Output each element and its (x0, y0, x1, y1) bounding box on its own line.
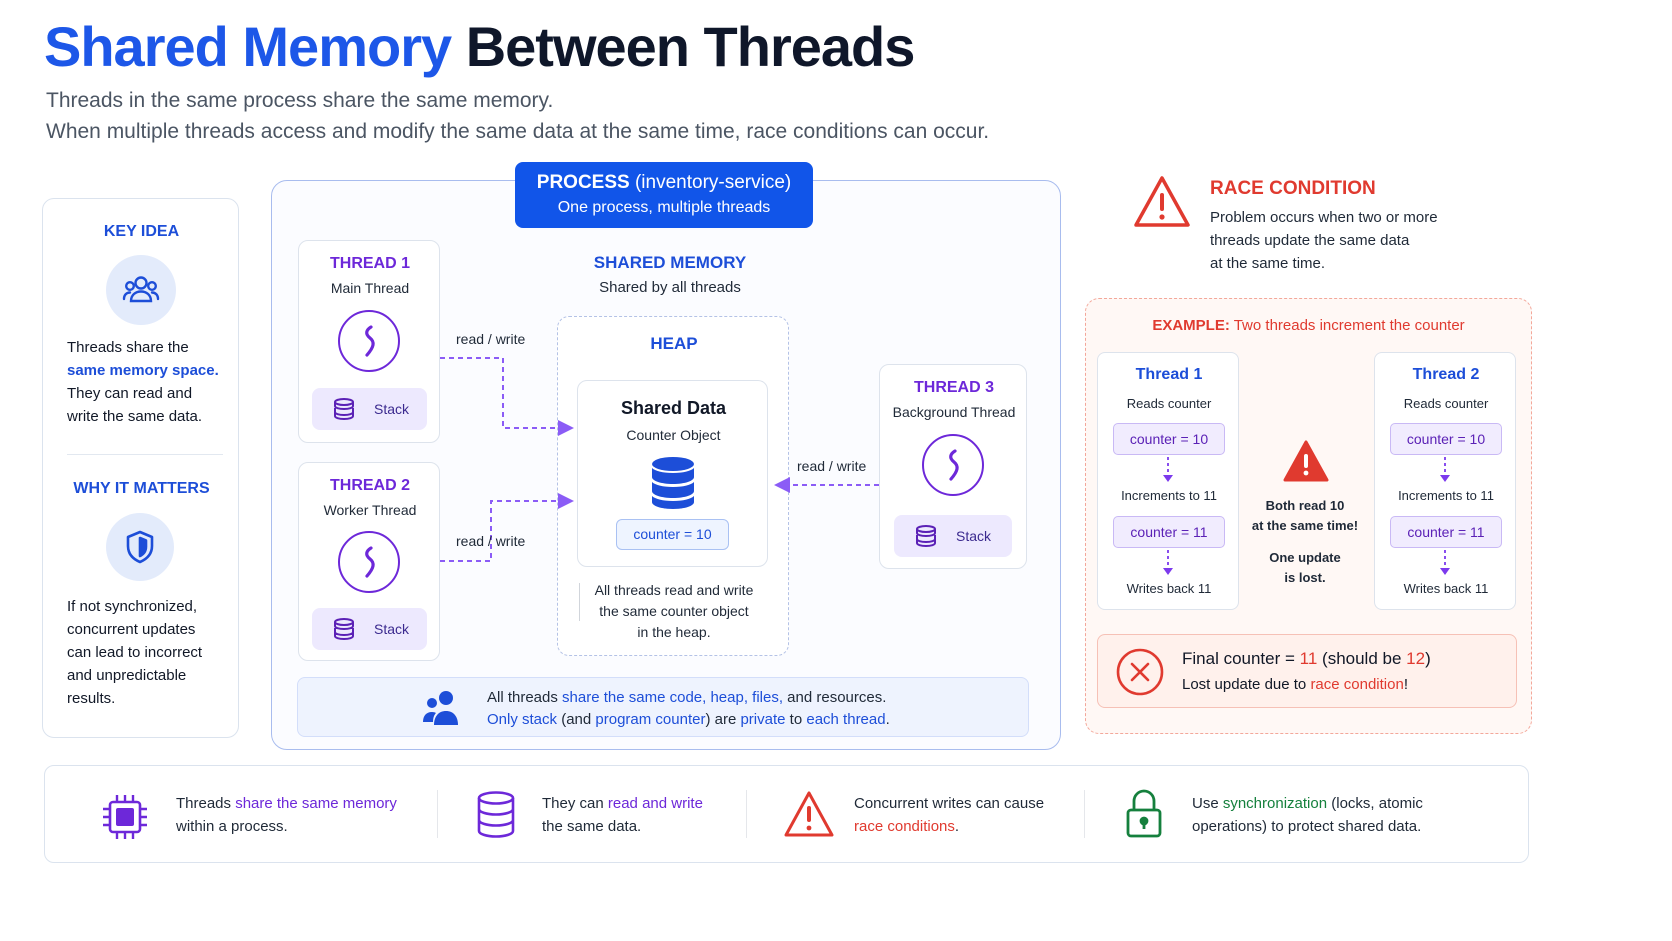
footer-summary (44, 765, 1529, 863)
race-thread-1-title: Thread 1 (1135, 366, 1203, 383)
key-idea-panel: KEY IDEA Threads share the same memory s… (42, 198, 239, 738)
stack-icon (334, 398, 354, 421)
thread-icon (338, 531, 400, 593)
thread-2-subtitle: Worker Thread (323, 502, 417, 518)
down-arrow-icon (1163, 457, 1173, 482)
thread-3-title: THREAD 3 (913, 379, 994, 396)
final-counter-box: Final counter = 11 (should be 12) Lost u… (1097, 634, 1517, 708)
thread-2-card: THREAD 2 Worker Thread Stack (298, 462, 440, 661)
race-condition-title: RACE CONDITION (1210, 178, 1376, 199)
race-thread-1-column: Thread 1 Reads counter counter = 10 Incr… (1097, 352, 1239, 610)
thread-3-stack: Stack (894, 515, 1012, 557)
shared-memory-title: SHARED MEMORY (593, 253, 747, 272)
footer-divider (437, 790, 438, 838)
thread-1-subtitle: Main Thread (330, 280, 410, 296)
shared-counter-value: counter = 10 (616, 519, 729, 550)
warning-icon (1283, 440, 1329, 482)
arrow-label-thread-2: read / write (456, 533, 526, 549)
race-middle-note: Both read 10 at the same time! One updat… (1251, 498, 1359, 585)
heap-title: HEAP (650, 334, 698, 353)
lock-icon (1126, 789, 1162, 838)
race-example-title: EXAMPLE: Two threads increment the count… (1152, 317, 1465, 334)
down-arrow-icon (1440, 550, 1450, 575)
stack-icon (916, 525, 936, 548)
heap-note: All threads read and write the same coun… (594, 582, 754, 640)
why-it-matters-text: If not synchronized, concurrent updates … (67, 598, 203, 707)
shield-icon (106, 513, 174, 581)
thread-1-stack: Stack (312, 388, 427, 430)
key-idea-title: KEY IDEA (103, 223, 180, 240)
heap-note-bar (579, 583, 580, 621)
divider (67, 454, 223, 455)
warning-icon (1134, 176, 1190, 227)
key-idea-text: Threads share the same memory space. The… (67, 339, 219, 425)
shared-resources-text: All threads share the same code, heap, f… (487, 689, 890, 728)
thread-1-title: THREAD 1 (329, 255, 410, 272)
why-it-matters-title: WHY IT MATTERS (73, 480, 210, 497)
users-icon (423, 691, 458, 725)
counter-after: counter = 11 (1390, 516, 1502, 548)
thread-3-card: THREAD 3 Background Thread Stack (879, 364, 1027, 569)
down-arrow-icon (1163, 550, 1173, 575)
race-thread-2-title: Thread 2 (1412, 366, 1480, 383)
down-arrow-icon (1440, 457, 1450, 482)
cpu-chip-icon (103, 795, 147, 839)
arrow-label-thread-3: read / write (797, 458, 867, 474)
race-condition-description: Problem occurs when two or more threads … (1210, 209, 1438, 272)
users-icon (106, 255, 176, 325)
counter-after: counter = 11 (1113, 516, 1225, 548)
footer-divider (746, 790, 747, 838)
subtitle-line-2: When multiple threads access and modify … (46, 120, 990, 143)
error-x-icon (1116, 648, 1164, 696)
shared-data-subtitle: Counter Object (626, 427, 721, 443)
thread-icon (338, 310, 400, 372)
race-thread-2-column: Thread 2 Reads counter counter = 10 Incr… (1374, 352, 1516, 610)
shared-resources-note: All threads share the same code, heap, f… (297, 677, 1029, 737)
thread-icon (922, 434, 984, 496)
lost-update-text: Lost update due to race condition! (1182, 676, 1409, 693)
subtitle-line-1: Threads in the same process share the sa… (46, 89, 554, 112)
thread-1-card: THREAD 1 Main Thread Stack (298, 240, 440, 443)
thread-3-subtitle: Background Thread (892, 404, 1016, 420)
arrow-label-thread-1: read / write (456, 331, 526, 347)
database-icon (477, 791, 515, 838)
warning-icon (784, 791, 834, 837)
database-icon (652, 457, 694, 509)
shared-data-card: Shared Data Counter Object counter = 10 (577, 380, 768, 567)
shared-memory-subtitle: Shared by all threads (599, 279, 741, 296)
footer-divider (1084, 790, 1085, 838)
thread-2-stack: Stack (312, 608, 427, 650)
shared-data-title: Shared Data (620, 398, 727, 418)
process-banner: PROCESS (inventory-service) One process,… (515, 162, 813, 228)
thread-2-title: THREAD 2 (329, 477, 410, 494)
page-title: Shared Memory Between Threads (44, 15, 915, 78)
counter-before: counter = 10 (1113, 423, 1225, 455)
counter-before: counter = 10 (1390, 423, 1502, 455)
final-counter-text: Final counter = 11 (should be 12) (1182, 649, 1431, 668)
stack-icon (334, 618, 354, 641)
